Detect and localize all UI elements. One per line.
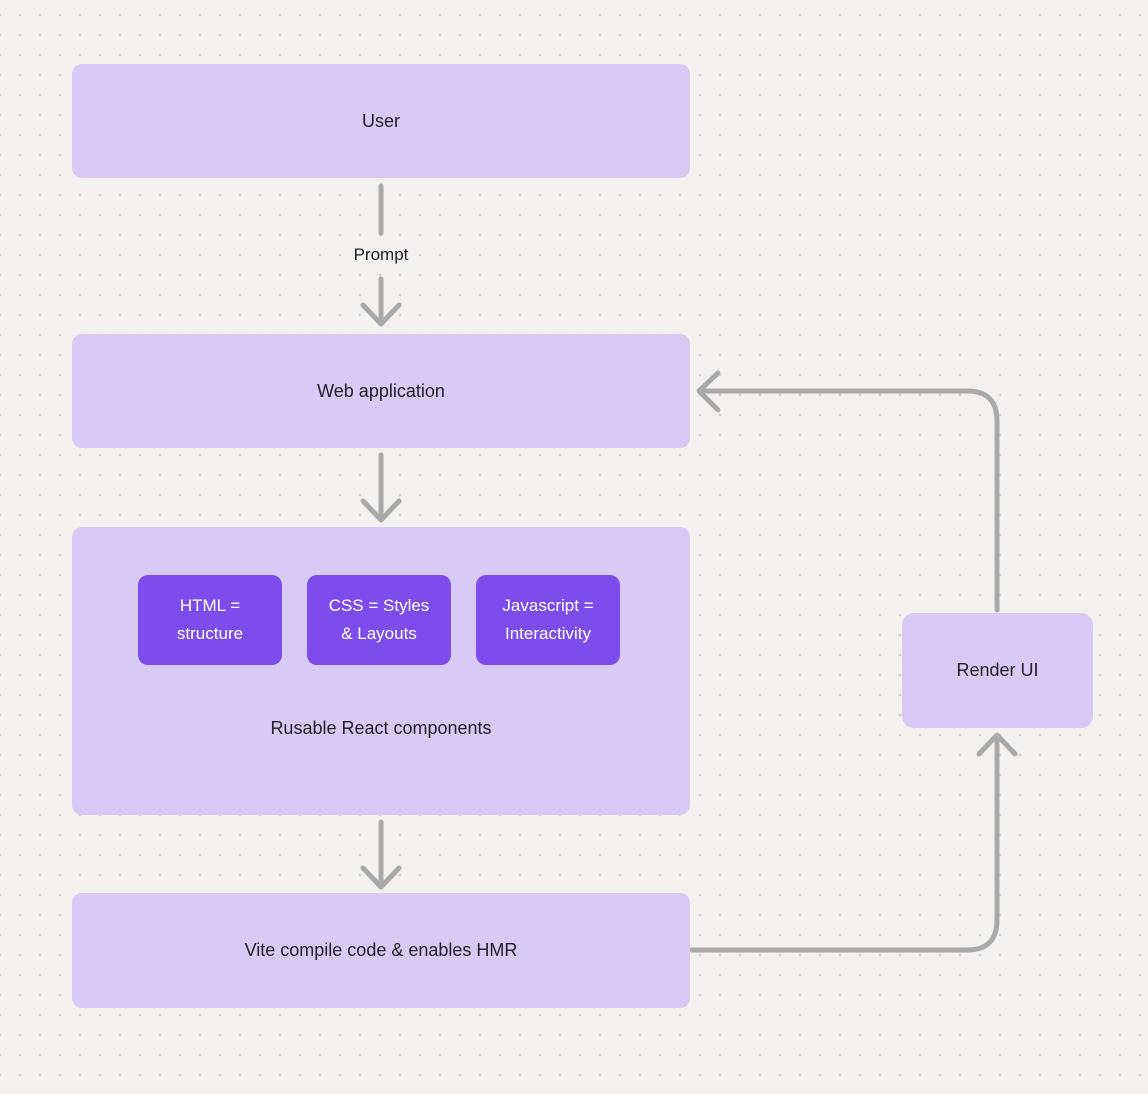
edge-vite-to-render xyxy=(689,734,1000,953)
node-web-application: Web application xyxy=(72,334,690,448)
node-javascript-label: Javascript = Interactivity xyxy=(502,596,594,643)
node-vite-label: Vite compile code & enables HMR xyxy=(244,940,518,960)
node-javascript: Javascript = Interactivity xyxy=(476,575,620,665)
edge-components-to-vite-arrowhead xyxy=(360,865,402,890)
node-html-label: HTML = structure xyxy=(176,596,244,643)
node-user: User xyxy=(72,64,690,178)
node-user-label: User xyxy=(361,110,400,131)
edge-render-to-webapp xyxy=(698,388,1000,613)
node-web-application-label: Web application xyxy=(317,380,445,401)
node-html: HTML = structure xyxy=(138,575,282,665)
node-css-label: CSS = Styles & Layouts xyxy=(328,596,430,643)
components-group-caption: Rusable React components xyxy=(270,718,492,738)
node-render-ui-label: Render UI xyxy=(956,660,1039,680)
node-render-ui: Render UI xyxy=(902,613,1093,728)
edge-user-to-webapp-arrowhead xyxy=(360,302,402,327)
node-components-group: HTML = structure CSS = Styles & Layouts … xyxy=(72,527,690,815)
edge-render-to-webapp-arrowhead xyxy=(696,370,721,413)
node-css: CSS = Styles & Layouts xyxy=(307,575,451,665)
edge-label-prompt: Prompt xyxy=(353,245,409,264)
edge-webapp-to-components-arrowhead xyxy=(360,498,402,523)
edge-vite-to-render-arrowhead xyxy=(976,732,1018,757)
node-vite: Vite compile code & enables HMR xyxy=(72,893,690,1008)
